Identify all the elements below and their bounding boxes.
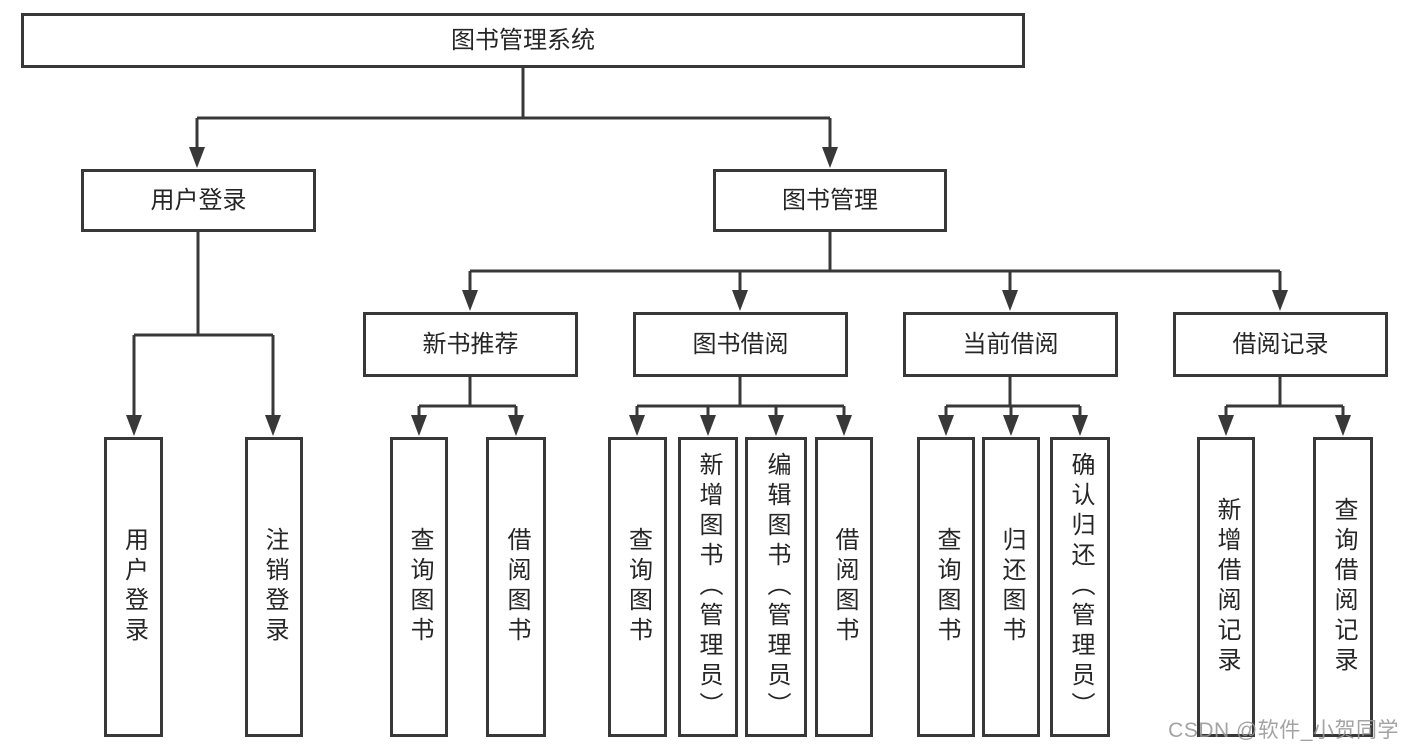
leaf-edit-book-admin: 编辑图书（管理员） bbox=[745, 437, 807, 737]
leaf-add-book-admin: 新增图书（管理员） bbox=[678, 437, 738, 737]
csdn-watermark: CSDN @软件_小贺同学 bbox=[1168, 719, 1399, 742]
leaf-confirm-return-admin: 确认归还（管理员） bbox=[1050, 437, 1110, 737]
node-current-borrowing: 当前借阅 bbox=[903, 312, 1118, 377]
node-book-management: 图书管理 bbox=[713, 169, 947, 232]
node-user-login: 用户登录 bbox=[81, 169, 316, 232]
leaf-borrow-books: 借阅图书 bbox=[815, 437, 873, 737]
leaf-query-books-borrow: 查询图书 bbox=[608, 437, 667, 737]
node-new-book-recommendation: 新书推荐 bbox=[363, 312, 578, 377]
node-library-management-system: 图书管理系统 bbox=[21, 13, 1025, 68]
leaf-user-login: 用户登录 bbox=[104, 437, 163, 737]
leaf-return-books: 归还图书 bbox=[982, 437, 1040, 737]
leaf-logout: 注销登录 bbox=[245, 437, 303, 737]
leaf-borrow-books-recommend: 借阅图书 bbox=[486, 437, 546, 737]
node-borrowing-records: 借阅记录 bbox=[1173, 312, 1388, 377]
node-book-borrowing: 图书借阅 bbox=[633, 312, 848, 377]
leaf-query-books-recommend: 查询图书 bbox=[390, 437, 448, 737]
leaf-add-borrow-record: 新增借阅记录 bbox=[1197, 437, 1255, 737]
leaf-query-borrow-record: 查询借阅记录 bbox=[1313, 437, 1373, 737]
leaf-query-books-current: 查询图书 bbox=[917, 437, 975, 737]
